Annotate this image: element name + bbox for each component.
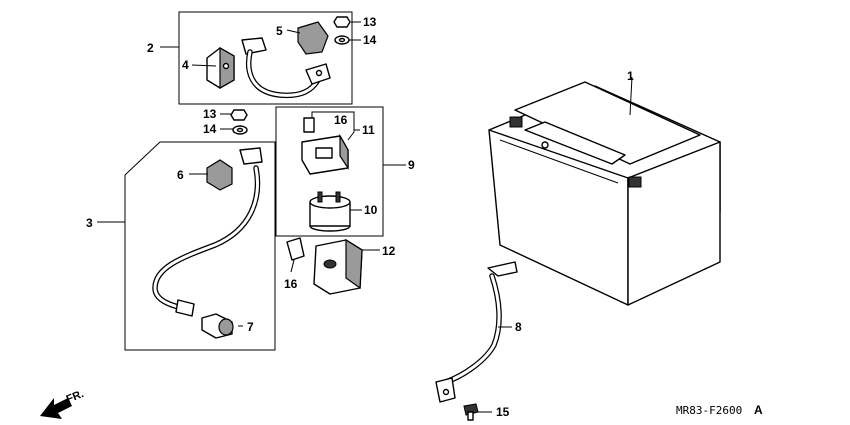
callout-16-upper: 16 <box>334 113 348 127</box>
callout-1: 1 <box>627 69 634 83</box>
callout-14-upper: 14 <box>363 33 377 47</box>
negative-cable <box>435 261 518 403</box>
callout-3: 3 <box>86 216 93 230</box>
nut-lower <box>230 109 248 121</box>
callout-4: 4 <box>182 58 189 72</box>
diagram-code: MR83-F2600 <box>676 404 742 417</box>
cable-boot <box>201 313 234 339</box>
bolt <box>463 403 479 421</box>
callout-6: 6 <box>177 168 184 182</box>
callout-7: 7 <box>247 320 254 334</box>
callout-5: 5 <box>276 24 283 38</box>
callout-10: 10 <box>364 203 378 217</box>
cable-cap <box>206 159 233 191</box>
callout-13-upper: 13 <box>363 15 377 29</box>
group-box-9 <box>275 106 384 237</box>
group-box-2 <box>178 11 353 105</box>
front-arrow-icon <box>40 398 72 419</box>
callout-11: 11 <box>362 123 375 137</box>
callout-14-lower: 14 <box>203 122 217 136</box>
fuse-lower <box>286 237 305 261</box>
battery <box>488 81 721 306</box>
callout-16-lower: 16 <box>284 277 298 291</box>
front-marker-label: FR. <box>65 388 86 406</box>
cable-assy-wire <box>152 147 263 317</box>
relay-body <box>309 191 351 232</box>
callout-2: 2 <box>147 41 154 55</box>
relay-housing <box>301 133 349 175</box>
washer-lower <box>232 125 248 135</box>
callout-13-lower: 13 <box>203 107 217 121</box>
relay-cover <box>313 238 363 295</box>
group-box-3 <box>124 141 276 351</box>
positive-cap <box>206 46 235 90</box>
fuse-upper <box>303 117 315 133</box>
washer-upper <box>334 35 350 45</box>
terminal-cover <box>297 21 329 55</box>
callout-8: 8 <box>515 320 522 334</box>
callout-12: 12 <box>382 244 396 258</box>
positive-cable-short <box>241 37 331 99</box>
callout-9: 9 <box>408 158 415 172</box>
diagram-code-suffix: A <box>754 403 763 417</box>
callout-15: 15 <box>496 405 510 419</box>
leader-lines <box>97 21 633 413</box>
nut-upper <box>333 16 351 28</box>
